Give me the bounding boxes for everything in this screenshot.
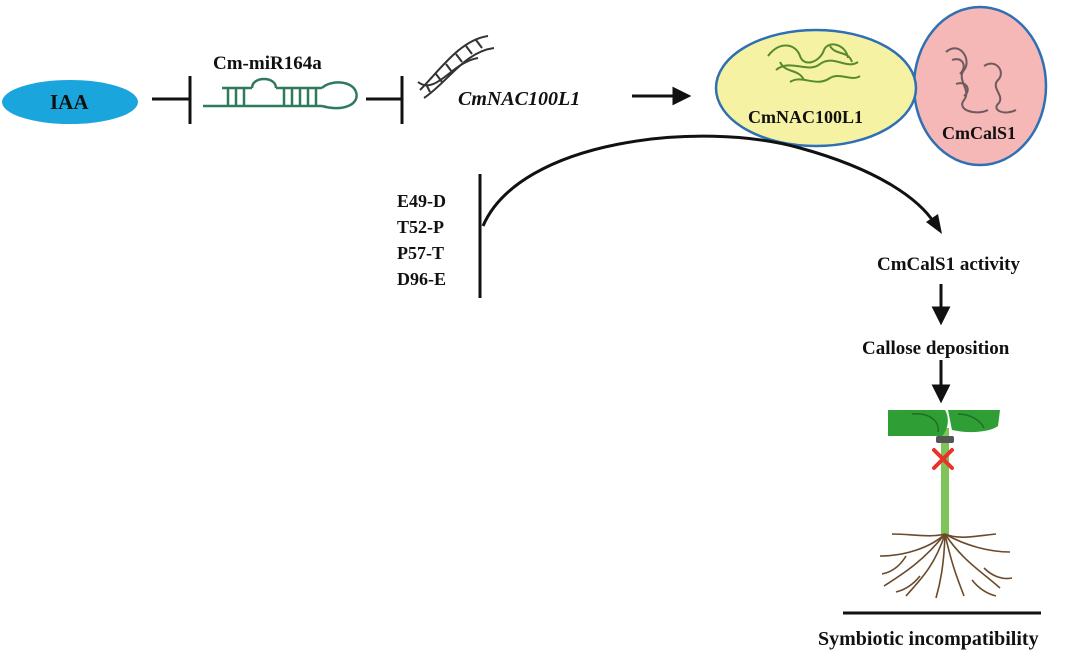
arrow-activity-to-callose xyxy=(931,284,951,326)
mirna-hairpin-icon xyxy=(203,77,358,110)
grafted-plant-illustration xyxy=(879,410,1013,599)
arrow-callose-to-plant xyxy=(931,360,951,404)
activation-arrow-gene-protein xyxy=(632,86,692,106)
mutation-item: T52-P xyxy=(397,217,444,237)
cmnac100l1-structure-icon xyxy=(767,43,861,83)
inhibition-arrow-iaa-mirna xyxy=(152,76,192,124)
mutation-item: E49-D xyxy=(397,191,446,211)
cmnac100l1-protein-label: CmNAC100L1 xyxy=(748,107,863,127)
mutation-item: D96-E xyxy=(397,269,446,289)
root-system-icon xyxy=(879,533,1013,599)
cmcals1-structure-icon xyxy=(945,47,1017,114)
curved-arrow-head xyxy=(926,214,942,234)
iaa-node xyxy=(2,80,138,124)
incompatibility-x-icon xyxy=(932,448,954,470)
mirna-label: Cm-miR164a xyxy=(213,53,322,74)
inhibition-arrow-mirna-gene xyxy=(366,76,404,124)
gene-label: CmNAC100L1 xyxy=(458,88,581,110)
callose-deposition-label: Callose deposition xyxy=(862,338,1010,359)
curved-arrow-to-activity xyxy=(481,134,937,227)
dna-helix-icon xyxy=(417,35,495,99)
mutation-item: P57-T xyxy=(397,243,444,263)
cmnac100l1-protein-node xyxy=(714,28,918,148)
outcome-label: Symbiotic incompatibility xyxy=(818,628,1039,650)
cmcals1-activity-label: CmCalS1 activity xyxy=(877,254,1021,275)
iaa-label: IAA xyxy=(50,90,89,114)
cmcals1-protein-label: CmCalS1 xyxy=(942,123,1017,143)
